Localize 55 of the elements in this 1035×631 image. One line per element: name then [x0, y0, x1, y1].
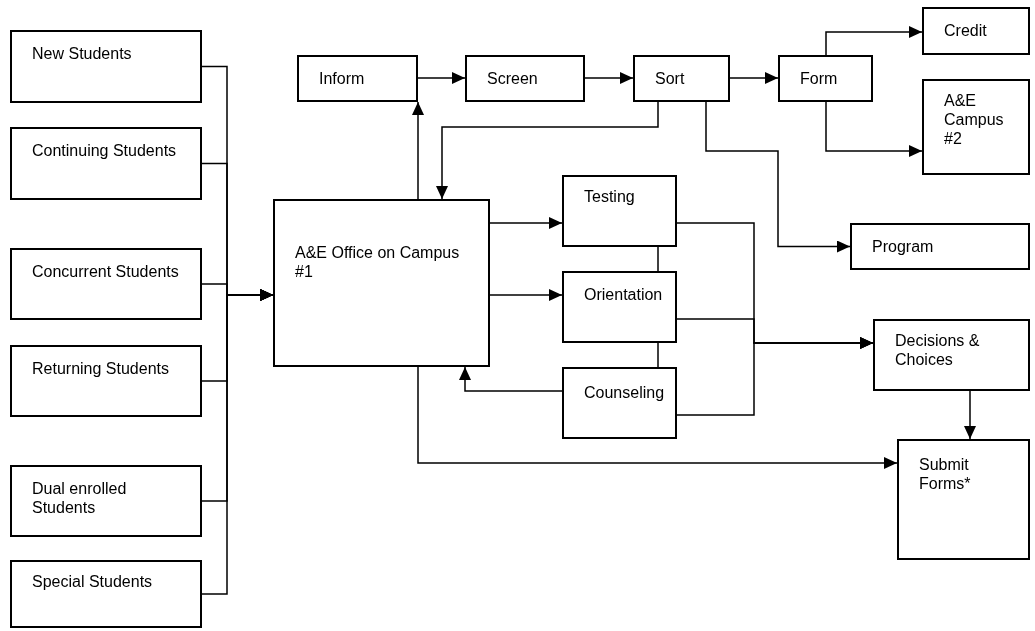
box-label: Continuing Students — [32, 141, 178, 161]
arrow — [584, 72, 634, 84]
box-label: Orientation — [584, 285, 664, 305]
arrow — [436, 101, 659, 200]
process-box — [10, 248, 202, 320]
process-box — [633, 55, 730, 102]
box-label: Screen — [487, 68, 539, 89]
box-label: Decisions & Choices — [895, 331, 981, 370]
box-label: A&E Campus #2 — [944, 91, 1005, 149]
box-label: Credit — [944, 21, 988, 41]
box-label: A&E Office on Campus #1 — [295, 243, 461, 282]
process-box — [10, 465, 202, 537]
arrow — [459, 366, 563, 392]
box-label: Inform — [319, 68, 366, 89]
arrow — [489, 217, 563, 229]
arrow — [417, 72, 466, 84]
process-box — [562, 175, 677, 247]
process-box — [778, 55, 873, 102]
box-label: Program — [872, 236, 935, 257]
connector-line — [657, 246, 659, 272]
box-label: Special Students — [32, 572, 154, 592]
arrow — [964, 390, 976, 440]
box-label: Sort — [655, 68, 686, 89]
arrow — [417, 366, 898, 469]
box-label: Dual enrolled Students — [32, 479, 128, 518]
box-label: Counseling — [584, 383, 666, 403]
process-box — [922, 7, 1030, 55]
arrow — [412, 101, 424, 200]
box-label: Form — [800, 68, 839, 89]
process-box — [922, 79, 1030, 175]
box-label: Returning Students — [32, 359, 170, 379]
process-box — [562, 367, 677, 439]
arrow — [825, 26, 923, 56]
arrow — [825, 101, 923, 157]
process-box — [873, 319, 1030, 391]
arrow — [705, 101, 851, 253]
arrow — [489, 289, 563, 301]
process-box — [10, 560, 202, 628]
process-box — [10, 30, 202, 103]
box-label: New Students — [32, 44, 133, 64]
box-label: Concurrent Students — [32, 262, 180, 282]
process-box — [297, 55, 418, 102]
process-box — [897, 439, 1030, 560]
process-box — [465, 55, 585, 102]
process-box — [10, 127, 202, 200]
arrow — [676, 337, 874, 416]
box-label: Testing — [584, 187, 636, 207]
arrow — [729, 72, 779, 84]
process-box — [850, 223, 1030, 270]
process-box — [562, 271, 677, 343]
process-box — [273, 199, 490, 367]
process-box — [10, 345, 202, 417]
connector-line — [657, 342, 659, 368]
arrow — [201, 289, 274, 595]
box-label: Submit Forms* — [919, 455, 972, 494]
